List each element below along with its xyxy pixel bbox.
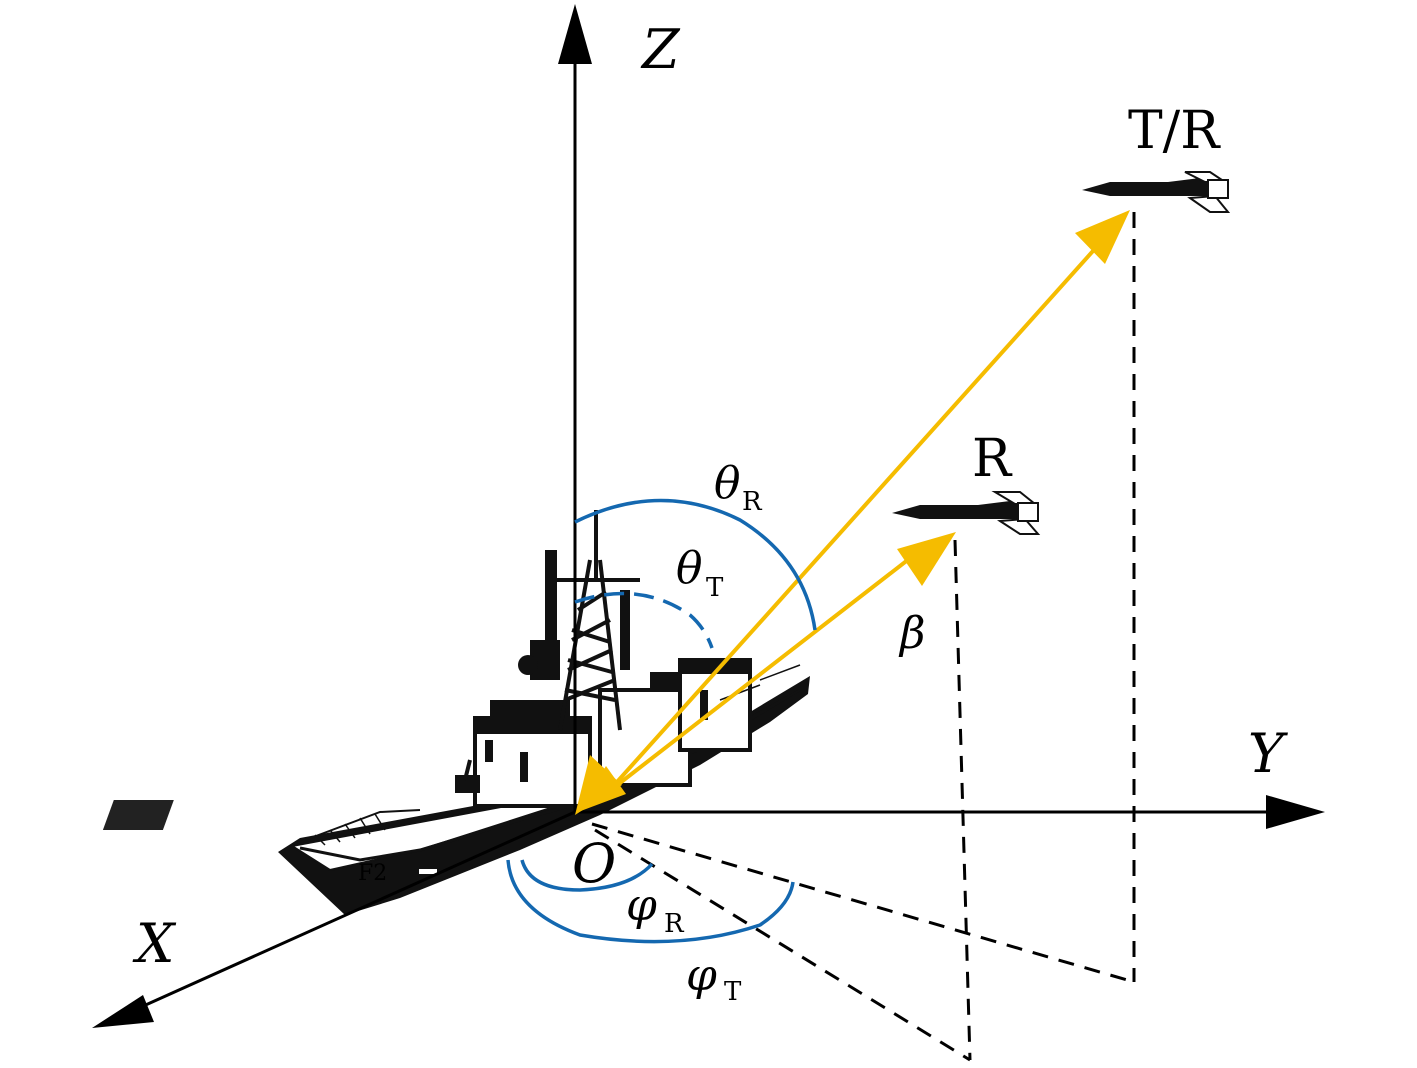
x-axis	[129, 810, 576, 1014]
projection-lines	[591, 212, 1136, 1062]
theta-t-arc	[574, 591, 714, 649]
theta-t-label: θ T	[676, 543, 724, 603]
origin-arrowhead-2	[578, 766, 626, 812]
beam-arrows	[575, 210, 1130, 815]
svg-text:φ: φ	[626, 880, 657, 931]
phi-r-arc	[520, 859, 654, 892]
origin-to-r-beam	[596, 550, 920, 802]
svg-text:β: β	[898, 608, 925, 659]
tr-ground-projection	[591, 822, 1135, 984]
svg-text:T: T	[724, 977, 742, 1007]
y-axis-label: Y	[1248, 722, 1288, 785]
x-axis-label: X	[132, 912, 177, 975]
phi-t-label: φ T	[686, 950, 742, 1007]
z-axis-arrowhead	[558, 4, 592, 64]
r-label: R	[972, 429, 1013, 489]
svg-text:θ: θ	[676, 543, 703, 594]
theta-r-arc	[574, 498, 817, 631]
svg-text:θ: θ	[714, 458, 741, 509]
svg-text:R: R	[742, 487, 763, 517]
r-vertical-projection	[953, 539, 972, 1061]
axes	[92, 4, 1325, 1028]
origin-label: O	[572, 832, 616, 895]
ship: F2	[102, 510, 810, 915]
y-axis-arrowhead	[1266, 795, 1325, 829]
missile-r	[892, 491, 1041, 535]
svg-text:T: T	[706, 573, 724, 603]
r-arrowhead	[897, 532, 956, 586]
x-axis-arrowhead	[92, 995, 154, 1028]
hull-number: F2	[358, 861, 387, 886]
svg-text:φ: φ	[686, 950, 717, 1001]
tr-label: T/R	[1128, 101, 1221, 161]
tr-arrowhead	[1075, 210, 1130, 264]
phi-t-arc	[506, 859, 795, 944]
missile-tr	[1082, 171, 1231, 213]
r-ground-projection	[594, 828, 971, 1062]
svg-text:R: R	[664, 909, 685, 939]
angle-arcs	[506, 498, 817, 944]
beta-label: β	[898, 608, 925, 659]
tr-to-origin-beam	[606, 230, 1112, 794]
theta-r-label: θ R	[714, 458, 763, 517]
z-axis-label: Z	[640, 18, 681, 81]
phi-r-label: φ R	[626, 880, 685, 939]
